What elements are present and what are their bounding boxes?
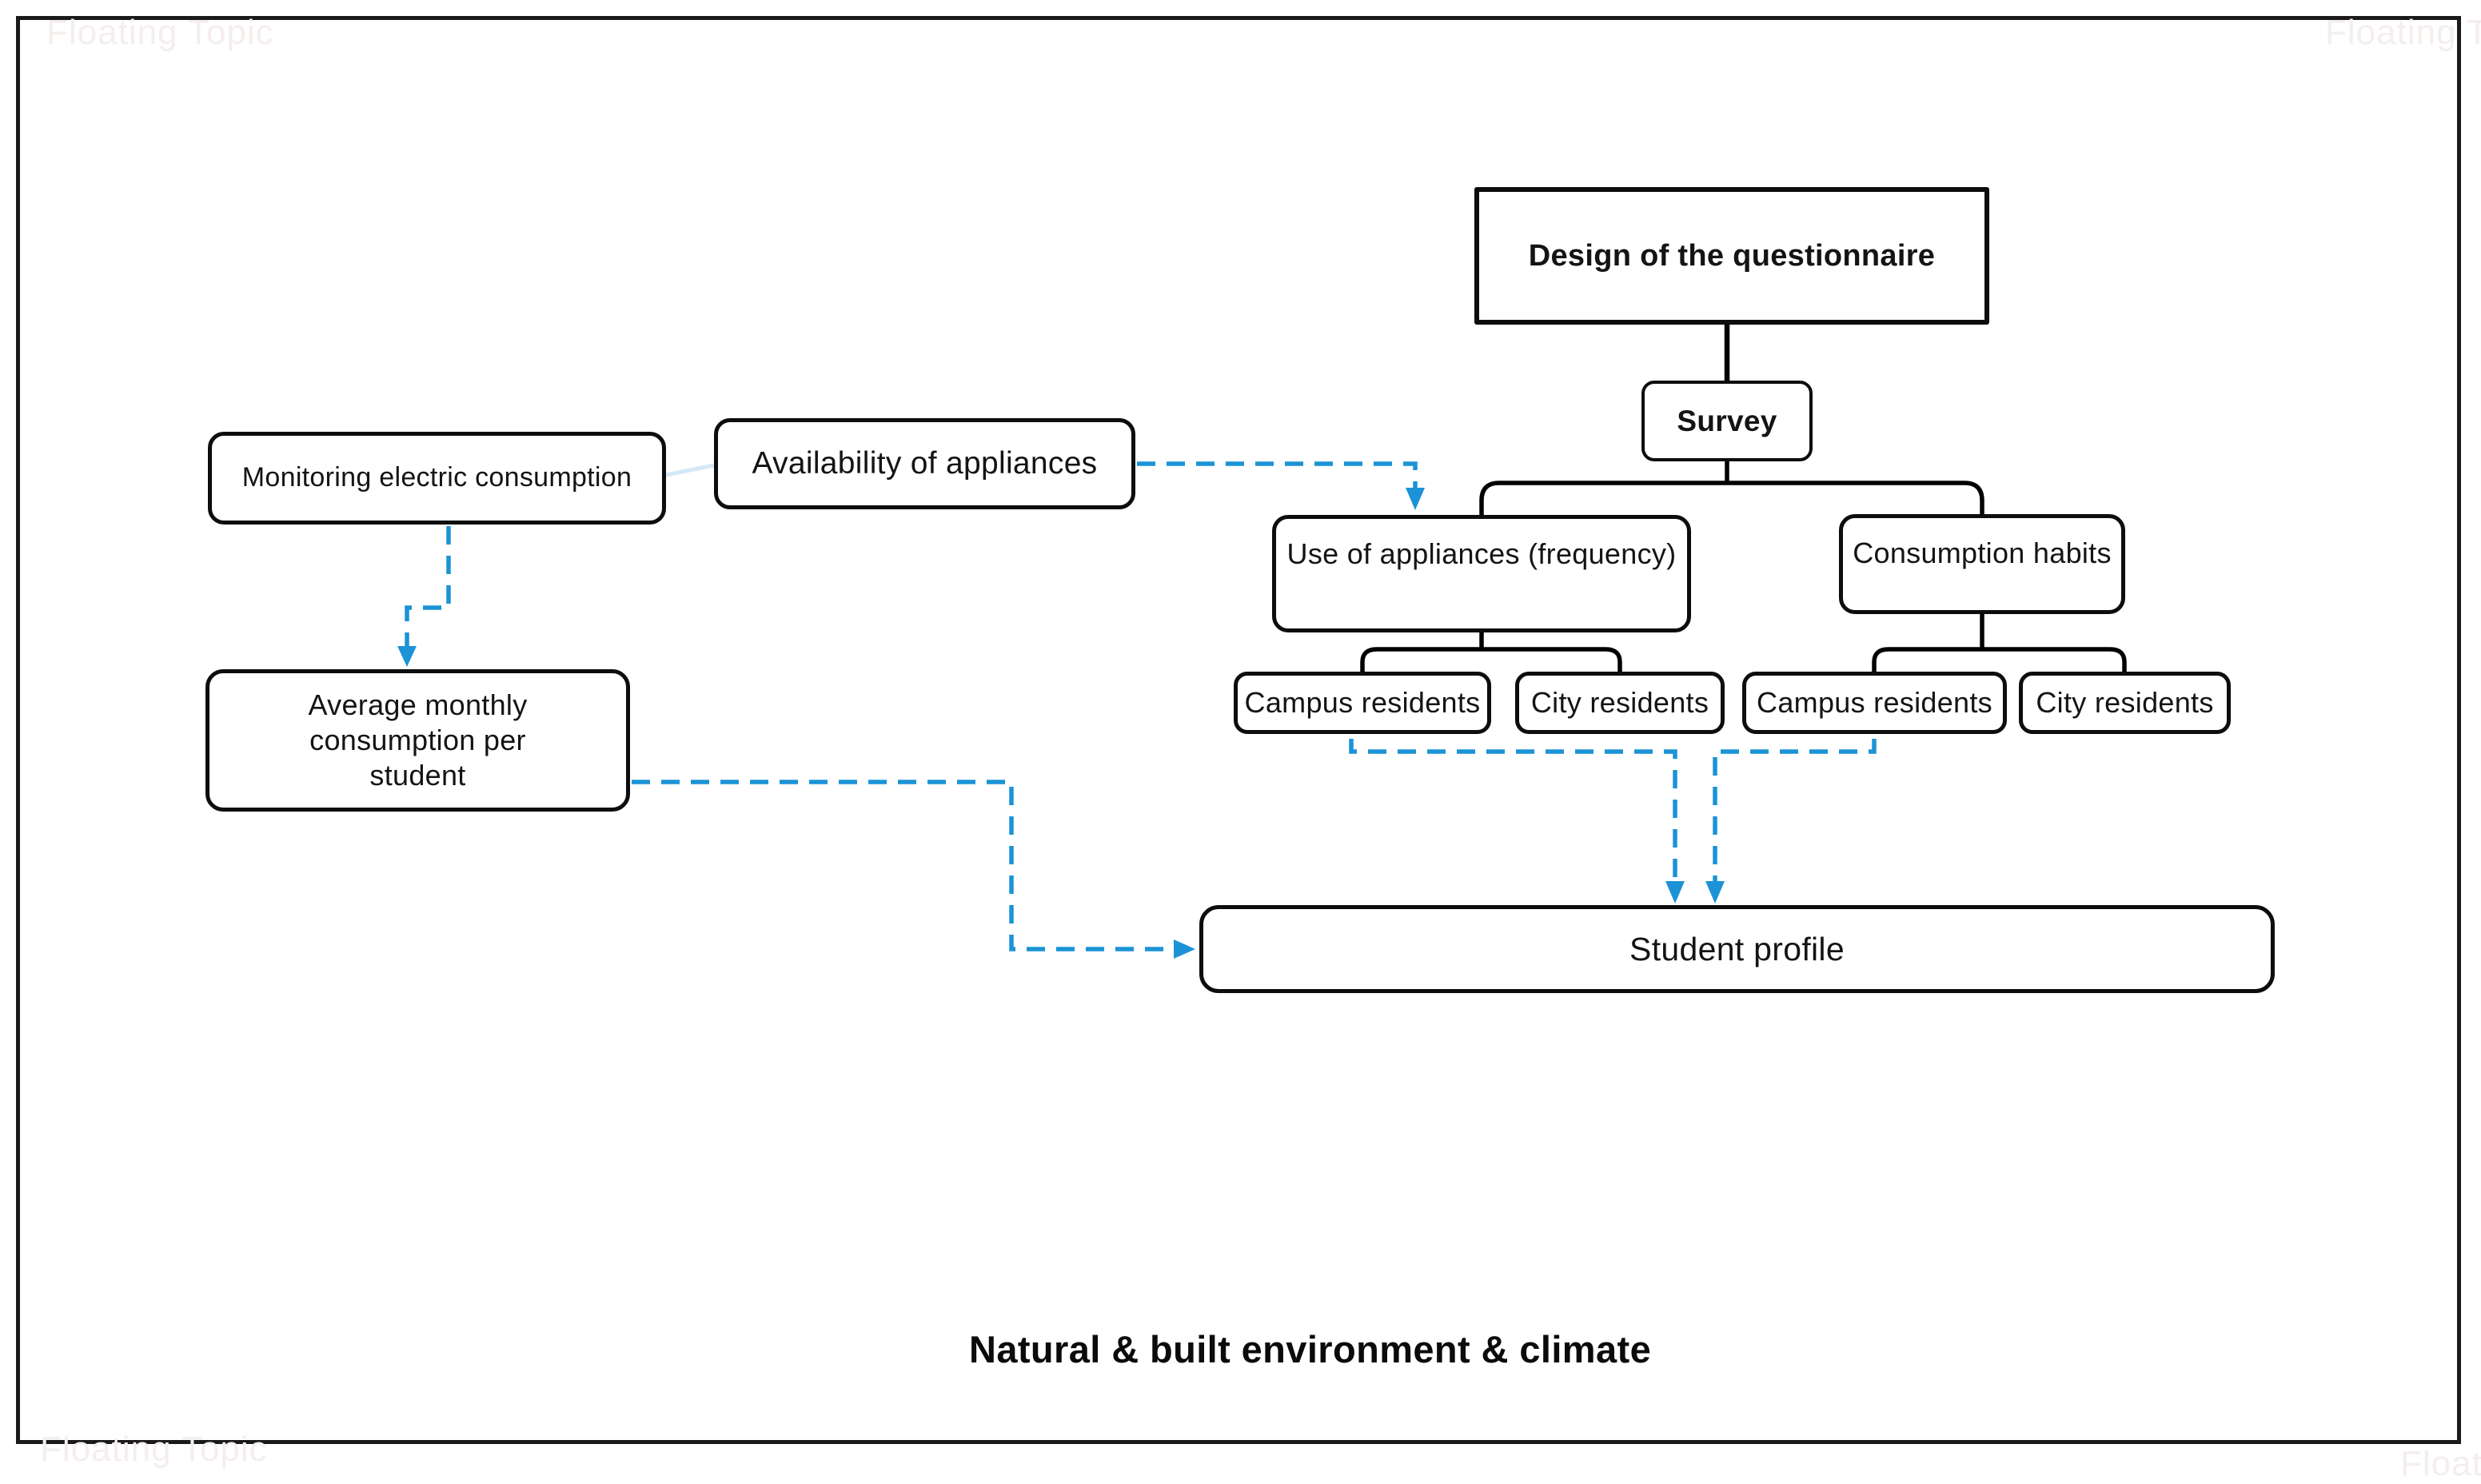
node-city-residents-use[interactable]: City residents — [1515, 672, 1725, 734]
link-use-city — [1482, 647, 1622, 673]
arrow-campus1-student — [1349, 739, 1677, 883]
link-survey-consumption — [1727, 481, 1984, 516]
diagram-border — [16, 16, 2461, 1444]
arrow-availability-use — [1137, 461, 1418, 489]
arrowhead-down-student-1 — [1665, 881, 1685, 904]
weak-link-monitoring-availability — [665, 463, 715, 477]
node-consumption-habits[interactable]: Consumption habits — [1839, 514, 2125, 614]
node-monitoring-electric-consumption[interactable]: Monitoring electric consumption — [208, 432, 666, 525]
floating-topic-top-right[interactable]: Floating Topic — [2325, 13, 2481, 52]
node-student-profile[interactable]: Student profile — [1199, 905, 2275, 993]
arrowhead-down-average — [397, 646, 417, 667]
node-survey[interactable]: Survey — [1641, 381, 1813, 461]
node-campus-residents-use[interactable]: Campus residents — [1234, 672, 1491, 734]
node-average-monthly-consumption[interactable]: Average monthly consumption per student — [205, 669, 630, 812]
arrowhead-right-student — [1174, 939, 1195, 959]
link-survey-use — [1479, 481, 1727, 517]
dashed-relationships — [405, 461, 1877, 951]
node-campus-residents-consumption[interactable]: Campus residents — [1742, 672, 2007, 734]
node-design-of-questionnaire[interactable]: Design of the questionnaire — [1474, 187, 1989, 325]
node-availability-of-appliances[interactable]: Availability of appliances — [714, 418, 1135, 509]
link-use-campus — [1360, 647, 1482, 673]
arrowhead-down-student-2 — [1705, 881, 1725, 904]
arrowheads — [397, 488, 1725, 959]
floating-topic-top-left[interactable]: Floating Topic — [46, 13, 274, 52]
arrow-campus2-student — [1713, 739, 1877, 883]
link-consumption-campus — [1872, 647, 1982, 673]
arrowhead-down-use — [1406, 488, 1425, 510]
floating-topic-bottom-left[interactable]: Floating Topic — [40, 1430, 268, 1469]
node-city-residents-consumption[interactable]: City residents — [2019, 672, 2231, 734]
link-consumption-city — [1982, 647, 2127, 673]
arrow-average-student — [632, 780, 1174, 951]
arrow-monitoring-average — [405, 526, 451, 648]
diagram-caption: Natural & built environment & climate — [969, 1328, 1652, 1370]
node-use-of-appliances[interactable]: Use of appliances (frequency) — [1272, 515, 1691, 632]
tree-connectors — [1360, 325, 2127, 673]
